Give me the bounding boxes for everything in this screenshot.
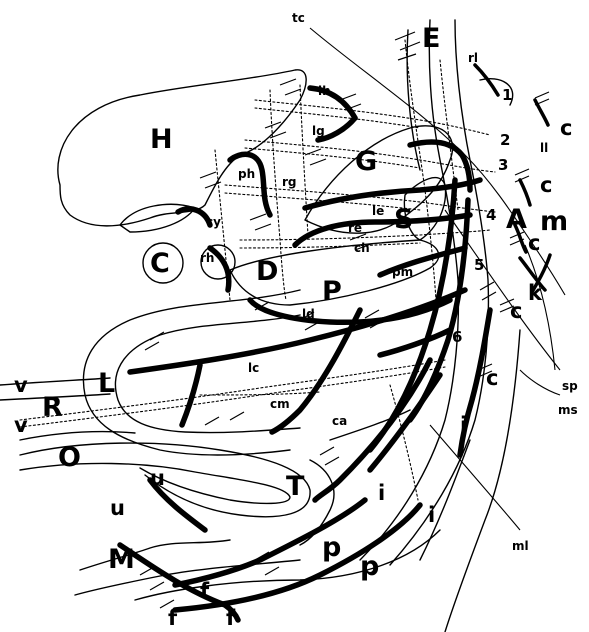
label-ca: ca <box>332 414 347 428</box>
label-R: R <box>42 392 63 423</box>
label-D: D <box>256 256 278 287</box>
label-c1: c <box>560 116 572 140</box>
label-C: C <box>150 248 170 279</box>
label-p1: p <box>322 532 341 563</box>
label-H: H <box>150 124 173 155</box>
label-ms: ms <box>558 403 578 417</box>
label-ld: ld <box>302 307 315 321</box>
label-u1: u <box>150 466 165 490</box>
label-k: k <box>528 281 543 305</box>
label-M: M <box>108 544 135 575</box>
label-lc: lc <box>248 361 259 375</box>
label-f1: f <box>200 579 210 603</box>
label-G: G <box>355 146 377 177</box>
label-rg: rg <box>282 175 297 189</box>
label-rl: rl <box>468 51 478 65</box>
label-i3: i <box>460 413 467 437</box>
label-L: L <box>98 368 115 399</box>
label-pm: pm <box>392 265 413 279</box>
label-re: re <box>348 221 362 235</box>
label-i1: i <box>378 481 385 505</box>
label-c3: c <box>528 231 540 255</box>
label-1: 1 <box>502 86 512 104</box>
label-E: E <box>422 23 440 54</box>
label-O: O <box>58 442 81 473</box>
label-f3: f <box>168 606 178 630</box>
label-i2: i <box>428 503 435 527</box>
label-5: 5 <box>474 256 484 274</box>
label-c5: c <box>486 366 498 390</box>
label-u2: u <box>110 496 125 520</box>
label-lh: lh <box>318 84 331 98</box>
label-2: 2 <box>500 131 510 149</box>
label-m: m <box>540 206 568 237</box>
label-T: T <box>286 471 305 502</box>
label-A: A <box>506 204 527 235</box>
label-c4: c <box>510 299 522 323</box>
label-cm: cm <box>270 397 290 411</box>
label-6: 6 <box>452 328 462 346</box>
label-rh: rh <box>200 251 214 265</box>
label-ml: ml <box>512 539 529 553</box>
label-3: 3 <box>498 156 508 174</box>
label-tc: tc <box>292 11 305 25</box>
label-v2: v <box>14 413 28 437</box>
label-ph: ph <box>238 167 255 181</box>
label-lg: lg <box>312 124 325 138</box>
label-cy: cy <box>206 215 221 229</box>
label-ll: ll <box>540 141 548 155</box>
label-p2: p <box>360 551 379 582</box>
label-v1: v <box>14 373 28 397</box>
label-ch: ch <box>354 241 370 255</box>
label-sp: sp <box>562 379 578 393</box>
label-f2: f <box>226 606 236 630</box>
label-c2: c <box>540 173 552 197</box>
label-P: P <box>322 276 342 307</box>
label-4: 4 <box>486 206 496 224</box>
label-S: S <box>394 204 413 235</box>
label-le: le <box>372 204 384 218</box>
